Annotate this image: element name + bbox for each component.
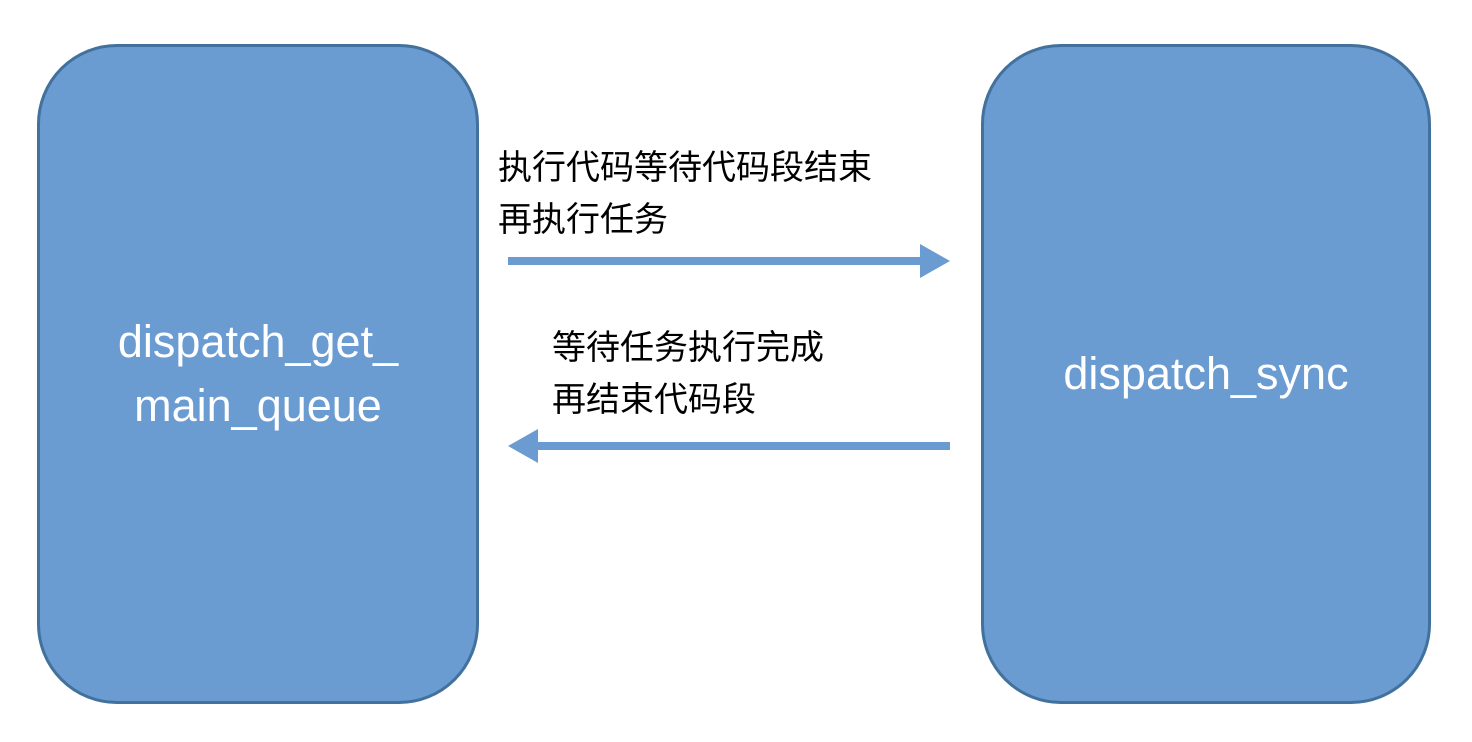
node-dispatch-sync: dispatch_sync: [981, 44, 1431, 704]
node-left-label-line-1: dispatch_get_: [117, 316, 399, 367]
backward-arrow-head: [508, 429, 538, 463]
forward-arrow-head: [920, 244, 950, 278]
node-dispatch-get-main-queue: dispatch_get_ main_queue: [37, 44, 479, 704]
forward-edge-label-line-2: 再执行任务: [498, 200, 668, 240]
backward-edge-label-line-2: 再结束代码段: [552, 380, 756, 420]
backward-edge-label-line-1: 等待任务执行完成: [552, 328, 824, 368]
node-right-label: dispatch_sync: [1063, 348, 1349, 399]
forward-edge-label-line-1: 执行代码等待代码段结束: [498, 148, 872, 188]
forward-edge-label: 执行代码等待代码段结束 再执行任务: [498, 142, 872, 246]
backward-edge-label: 等待任务执行完成 再结束代码段: [552, 322, 824, 426]
node-left-label-line-2: main_queue: [134, 380, 382, 431]
